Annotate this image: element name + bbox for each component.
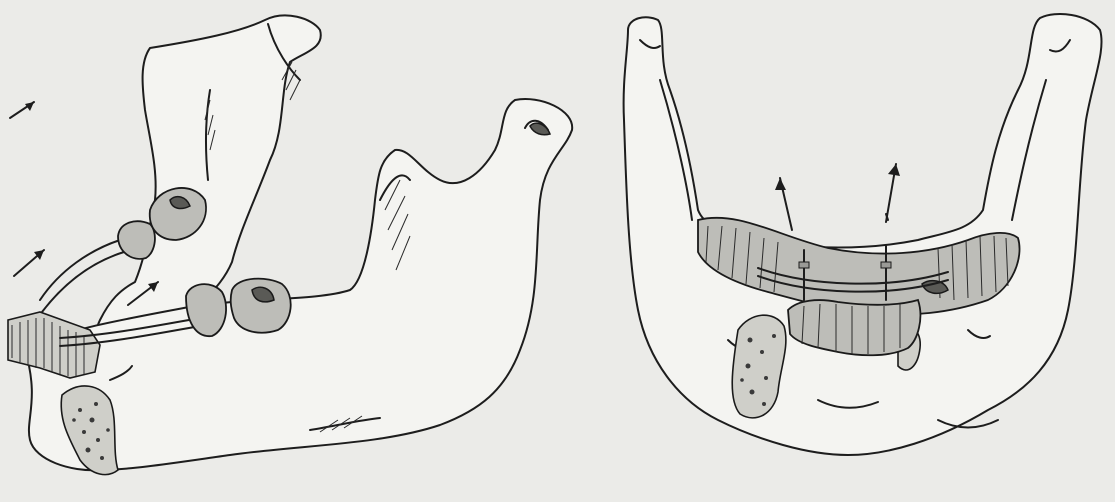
mandible-lateral-panel bbox=[0, 0, 588, 502]
mandible-frontal-panel bbox=[588, 0, 1115, 502]
mandible-lateral-icon bbox=[0, 0, 588, 502]
mandible-frontal-icon bbox=[588, 0, 1115, 502]
